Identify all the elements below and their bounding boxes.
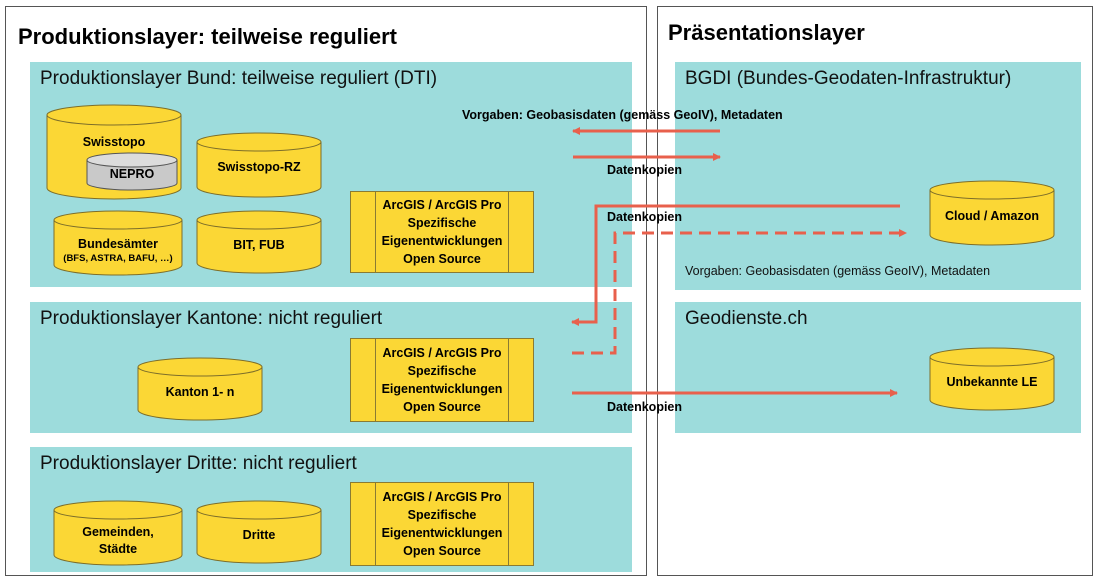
cylinder-shape xyxy=(53,210,183,276)
vorgaben-label: Vorgaben: Geobasisdaten (gemäss GeoIV), … xyxy=(462,108,783,122)
production-title: Produktionslayer: teilweise reguliert xyxy=(18,24,398,49)
bgdi-note: Vorgaben: Geobasisdaten (gemäss GeoIV), … xyxy=(685,264,991,278)
cloud-label: Cloud / Amazon xyxy=(945,209,1039,223)
tools-line: Spezifische xyxy=(407,363,477,378)
datenkopien-label-3: Datenkopien xyxy=(607,400,683,414)
cylinder-shape xyxy=(929,180,1055,246)
dritte-label: Dritte xyxy=(242,528,276,542)
presentation-title: Präsentationslayer xyxy=(668,20,865,45)
gemeinden-label: Gemeinden, Städte xyxy=(53,524,183,558)
gemeinden-line: Gemeinden, xyxy=(82,525,154,539)
panel-bgdi-title: BGDI (Bundes-Geodaten-Infrastruktur) xyxy=(685,68,1012,89)
cylinder-shape xyxy=(53,500,183,566)
kanton-cylinder: Kanton 1- n xyxy=(137,357,263,421)
panel-kantone-title: Produktionslayer Kantone: nicht regulier… xyxy=(40,308,383,329)
bundesaemter-title: Bundesämter xyxy=(78,237,158,251)
bundesaemter-cylinder: Bundesämter (BFS, ASTRA, BAFU, …) xyxy=(53,210,183,276)
swisstopo-rz-cylinder: Swisstopo-RZ xyxy=(196,132,322,198)
kantone-to-cloud-dashed-arrow xyxy=(572,229,907,355)
panel-bgdi: BGDI (Bundes-Geodaten-Infrastruktur) xyxy=(675,62,1081,290)
tools-box-dritte-label: ArcGIS / ArcGIS Pro Spezifische Eigenent… xyxy=(375,488,509,561)
tools-line: Spezifische xyxy=(407,507,477,522)
bit-fub-label: BIT, FUB xyxy=(233,238,285,252)
bit-fub-cylinder: BIT, FUB xyxy=(196,210,322,274)
tools-box-bund-label: ArcGIS / ArcGIS Pro Spezifische Eigenent… xyxy=(375,196,509,269)
panel-dritte-title: Produktionslayer Dritte: nicht reguliert xyxy=(40,453,357,474)
bundesaemter-label: Bundesämter (BFS, ASTRA, BAFU, …) xyxy=(53,236,183,266)
cylinder-shape xyxy=(196,132,322,198)
cylinder-shape xyxy=(86,152,178,191)
panel-bund-title: Produktionslayer Bund: teilweise regulie… xyxy=(40,68,438,89)
panel-geodienste-title: Geodienste.ch xyxy=(685,308,808,329)
tools-line: ArcGIS / ArcGIS Pro xyxy=(382,489,502,504)
tools-line: Open Source xyxy=(403,400,481,415)
cloud-to-kantone-arrow xyxy=(571,204,900,326)
kanton-label: Kanton 1- n xyxy=(165,385,235,399)
tools-line: Eigenentwicklungen xyxy=(381,526,503,540)
gemeinden-line: Städte xyxy=(98,541,138,556)
bundesaemter-sub: (BFS, ASTRA, BAFU, …) xyxy=(63,252,173,264)
swisstopo-rz-label: Swisstopo-RZ xyxy=(217,160,301,174)
datenkopien-label-2: Datenkopien xyxy=(607,210,683,224)
unbekannte-cylinder: Unbekannte LE xyxy=(929,347,1055,411)
tools-line: ArcGIS / ArcGIS Pro xyxy=(382,197,502,212)
tools-line: Spezifische xyxy=(407,215,477,230)
cylinder-shape xyxy=(137,357,263,421)
tools-box-dritte: ArcGIS / ArcGIS Pro Spezifische Eigenent… xyxy=(350,482,534,566)
tools-box-kantone-label: ArcGIS / ArcGIS Pro Spezifische Eigenent… xyxy=(375,344,509,417)
tools-line: Open Source xyxy=(403,544,481,559)
tools-line: Open Source xyxy=(403,252,481,267)
tools-line: ArcGIS / ArcGIS Pro xyxy=(382,345,502,360)
gemeinden-cylinder: Gemeinden, Städte xyxy=(53,500,183,566)
unbekannte-label: Unbekannte LE xyxy=(946,375,1038,389)
cylinder-shape xyxy=(196,500,322,564)
cylinder-shape xyxy=(196,210,322,274)
nepro-cylinder: NEPRO xyxy=(86,152,178,192)
datenkopien-label-1: Datenkopien xyxy=(607,163,683,177)
dritte-cylinder: Dritte xyxy=(196,500,322,564)
tools-line: Eigenentwicklungen xyxy=(381,234,503,248)
swisstopo-label: Swisstopo xyxy=(82,135,146,149)
cylinder-shape xyxy=(929,347,1055,411)
tools-box-kantone: ArcGIS / ArcGIS Pro Spezifische Eigenent… xyxy=(350,338,534,422)
nepro-label: NEPRO xyxy=(109,167,155,181)
tools-line: Eigenentwicklungen xyxy=(381,382,503,396)
tools-box-bund: ArcGIS / ArcGIS Pro Spezifische Eigenent… xyxy=(350,191,534,273)
cloud-cylinder: Cloud / Amazon xyxy=(929,180,1055,246)
